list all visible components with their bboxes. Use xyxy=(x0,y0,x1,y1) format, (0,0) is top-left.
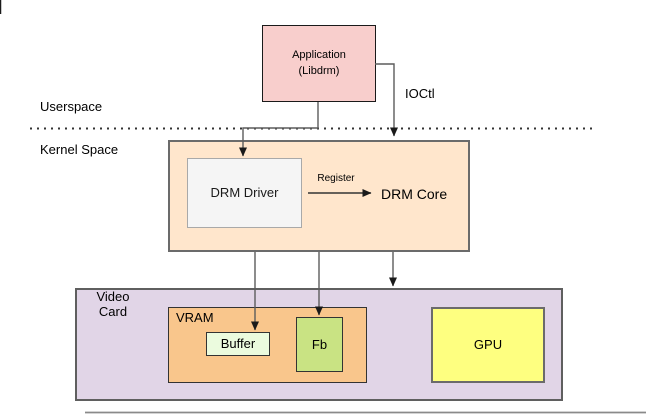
gpu-box: GPU xyxy=(431,307,545,383)
kernel-space-region-label: Kernel Space xyxy=(40,142,119,157)
arrow-ioctl-application-to-kernel xyxy=(375,63,398,137)
video-card-label: Video Card xyxy=(86,289,140,320)
application-label-line1: Application xyxy=(292,48,346,61)
drm-driver-label: DRM Driver xyxy=(210,185,279,201)
buffer-box: Buffer xyxy=(206,332,270,356)
video-card-label-line2: Card xyxy=(98,303,128,319)
application-label-line2: (Libdrm) xyxy=(298,64,340,77)
drm-core-label: DRM Core xyxy=(381,186,448,202)
userspace-region-label: Userspace xyxy=(40,99,103,114)
vram-label: VRAM xyxy=(176,310,214,325)
register-edge-label: Register xyxy=(317,173,355,184)
application-box: Application (Libdrm) xyxy=(262,25,376,102)
gpu-label: GPU xyxy=(473,337,503,353)
drm-driver-box: DRM Driver xyxy=(187,158,302,228)
fb-box: Fb xyxy=(296,317,343,372)
buffer-label: Buffer xyxy=(220,336,256,352)
video-card-label-line1: Video xyxy=(96,289,130,304)
ioctl-edge-label: IOCtl xyxy=(405,86,435,101)
fb-label: Fb xyxy=(311,336,328,352)
